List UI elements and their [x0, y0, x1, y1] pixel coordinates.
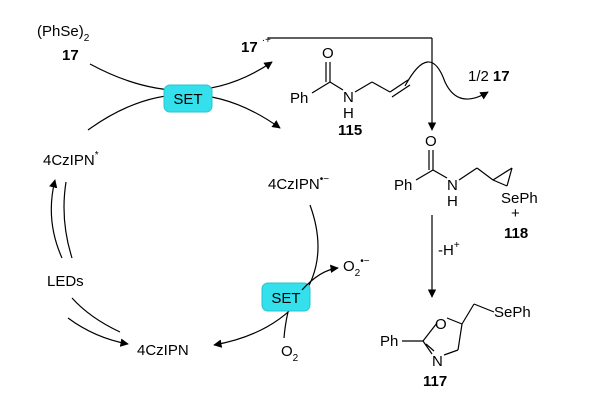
- reduced-to-ground-curve: [213, 204, 319, 348]
- set-label-bottom: SET: [271, 290, 300, 307]
- compound-118: Ph O N H SePh +: [394, 133, 538, 222]
- diselenide-id: 17: [62, 47, 79, 64]
- set-badge-bottom: [261, 282, 311, 312]
- svg-text:H: H: [343, 105, 354, 122]
- light-to-ground-arrow-inner: [71, 297, 121, 333]
- set-badge-top: [163, 84, 213, 113]
- svg-text:N: N: [343, 89, 354, 106]
- svg-text:O: O: [425, 133, 437, 150]
- svg-text:O: O: [435, 316, 447, 333]
- set-label-top: SET: [173, 91, 202, 108]
- radical-cation: 17·+: [241, 35, 271, 56]
- light-source: LEDs: [47, 273, 84, 290]
- superoxide: O2•−: [343, 256, 370, 279]
- catalyst-ground: 4CzIPN: [137, 342, 189, 359]
- oxygen-in-line: [283, 311, 289, 339]
- svg-text:H: H: [447, 193, 458, 210]
- compound-115: Ph O N H: [290, 45, 411, 122]
- svg-text:SePh: SePh: [501, 190, 538, 207]
- catalyst-excited: 4CzIPN*: [43, 150, 99, 169]
- diselenide-formula: (PhSe)2: [37, 23, 90, 44]
- compound-118-id: 118: [504, 225, 528, 242]
- svg-text:+: +: [511, 205, 520, 222]
- excitation-arrow: [49, 179, 63, 259]
- svg-text:O: O: [322, 45, 334, 62]
- catalyst-reduced: 4CzIPN•−: [268, 174, 329, 193]
- svg-text:SePh: SePh: [494, 304, 531, 321]
- compound-117: Ph O N SePh: [380, 303, 531, 370]
- svg-text:Ph: Ph: [380, 333, 398, 350]
- svg-text:Ph: Ph: [394, 177, 412, 194]
- oxygen-reduction-arrow: [301, 264, 339, 291]
- svg-text:N: N: [432, 353, 443, 370]
- compound-115-id: 115: [338, 122, 362, 139]
- light-to-ground-arrow: [67, 317, 129, 347]
- oxygen: O2: [281, 343, 299, 364]
- release-curved-arrow: [404, 61, 489, 100]
- svg-text:Ph: Ph: [290, 90, 308, 107]
- compound-117-id: 117: [423, 373, 447, 390]
- svg-text:N: N: [447, 177, 458, 194]
- deprotonation-label: -H+: [438, 240, 460, 259]
- excitation-arrow-inner: [63, 181, 73, 259]
